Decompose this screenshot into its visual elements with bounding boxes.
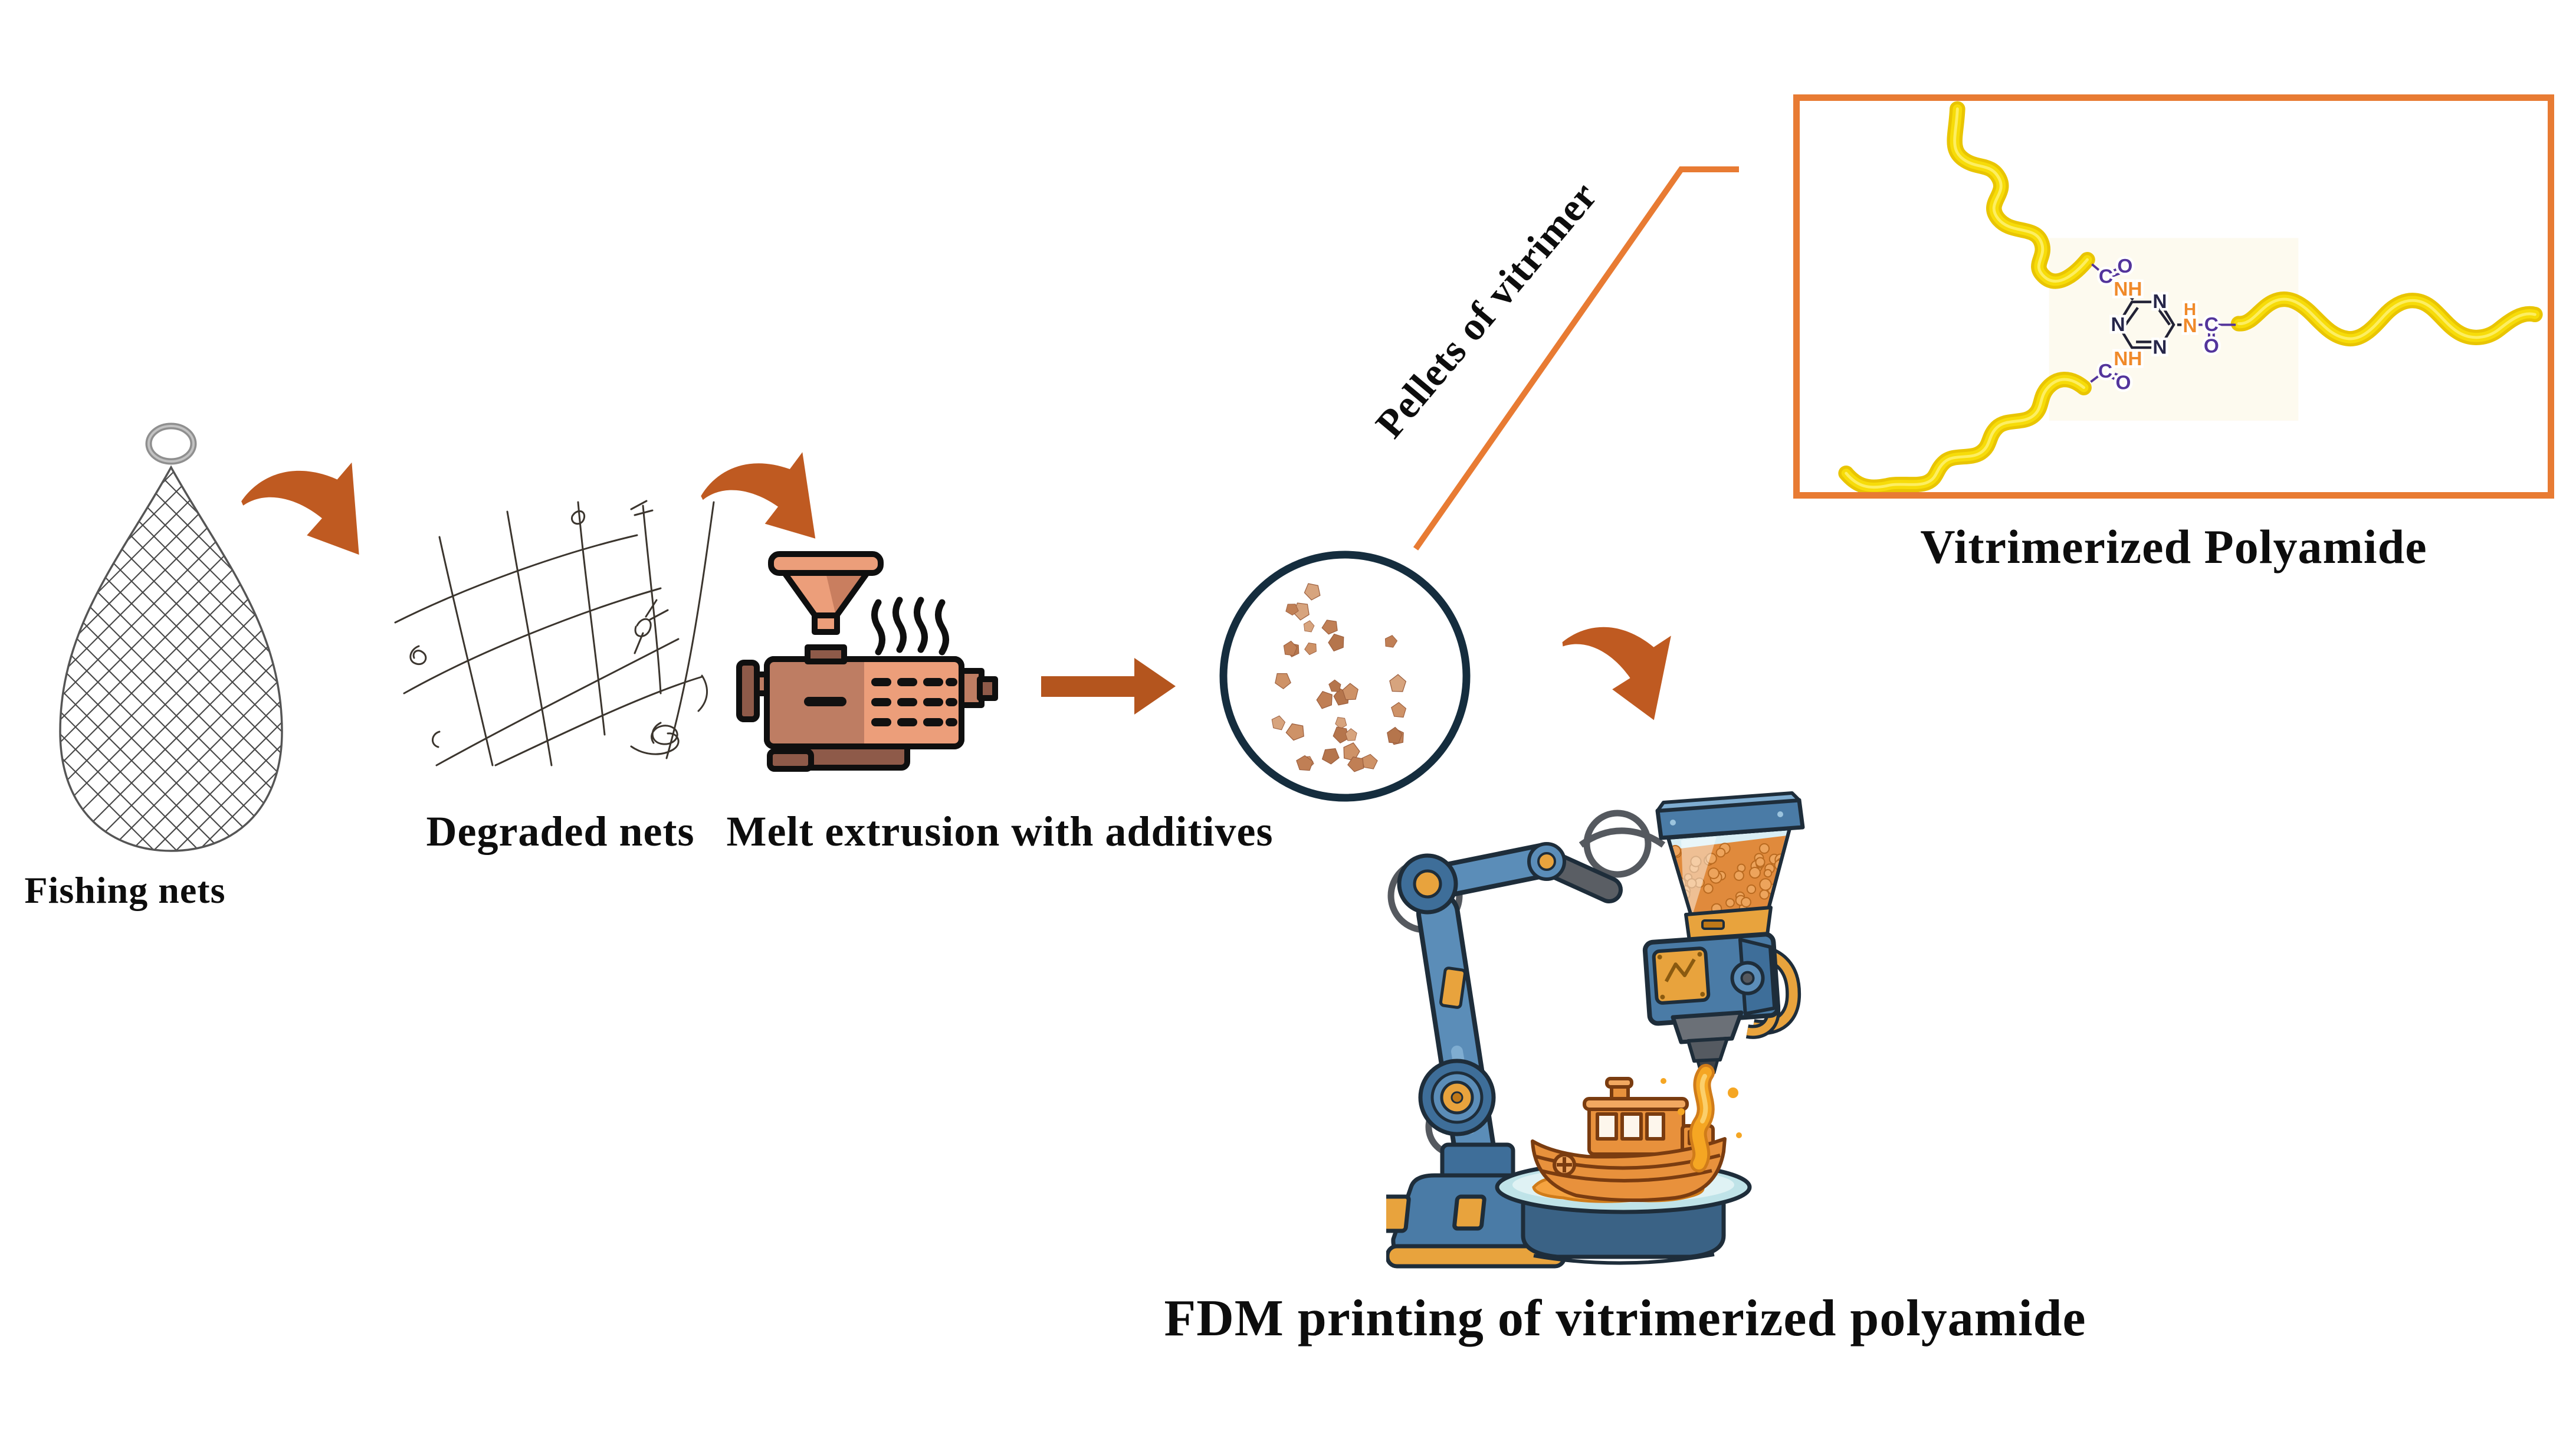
polyamide-chains (1838, 109, 2543, 492)
pellet-dish-illustration (1219, 551, 1471, 802)
robot-arm-fdm-printer-illustration (1386, 791, 1805, 1269)
svg-text:N: N (2152, 291, 2167, 313)
triazine-ring (2116, 295, 2182, 355)
robot-joints (1397, 842, 1566, 1136)
vitrimer-molecule-panel: N N N NH NH H N C O C O C O (1793, 94, 2554, 499)
curved-arrow-2-icon (696, 446, 862, 552)
fdm-printing-label: FDM printing of vitrimerized polyamide (1164, 1290, 2086, 1347)
degraded-nets-label: Degraded nets (426, 808, 695, 855)
degraded-net-illustration (394, 500, 715, 766)
dish-outline (1219, 551, 1471, 802)
curved-arrow-3-icon (1544, 601, 1724, 741)
molecule-bonds (2090, 263, 2236, 383)
svg-text:N: N (2152, 337, 2167, 359)
printed-boat (1531, 1077, 1727, 1203)
svg-text:NH: NH (2114, 348, 2142, 370)
atom-labels: N N N NH NH H N C O C O C O (2096, 253, 2222, 397)
heat-waves-icon (871, 597, 949, 656)
svg-text:NH: NH (2114, 279, 2142, 300)
fishing-nets-label: Fishing nets (24, 869, 226, 911)
printer-extruder-head (1642, 791, 1805, 1076)
pellets (1271, 583, 1407, 772)
melt-extrusion-label: Melt extrusion with additives (726, 808, 1274, 855)
pellets-connector-line (1413, 166, 1739, 551)
svg-text:N: N (2183, 315, 2197, 337)
molten-stream (1661, 1064, 1742, 1172)
svg-text:H: H (2184, 300, 2196, 319)
melt-extruder-icon (736, 551, 998, 772)
svg-text:C: C (2099, 266, 2113, 288)
svg-text:C: C (2204, 314, 2219, 336)
vitrimer-network-molecule: N N N NH NH H N C O C O C O (1838, 101, 2543, 492)
net-ring (145, 422, 197, 465)
vitrimerized-polyamide-label: Vitrimerized Polyamide (1920, 520, 2427, 574)
svg-text:O: O (2117, 255, 2132, 277)
fishing-net-illustration (59, 422, 283, 852)
extruder-vents (804, 678, 957, 726)
svg-text:O: O (2204, 336, 2219, 358)
svg-text:O: O (2115, 372, 2131, 394)
svg-text:N: N (2111, 314, 2125, 336)
svg-text:C: C (2098, 361, 2112, 382)
straight-arrow-icon (1041, 658, 1176, 715)
